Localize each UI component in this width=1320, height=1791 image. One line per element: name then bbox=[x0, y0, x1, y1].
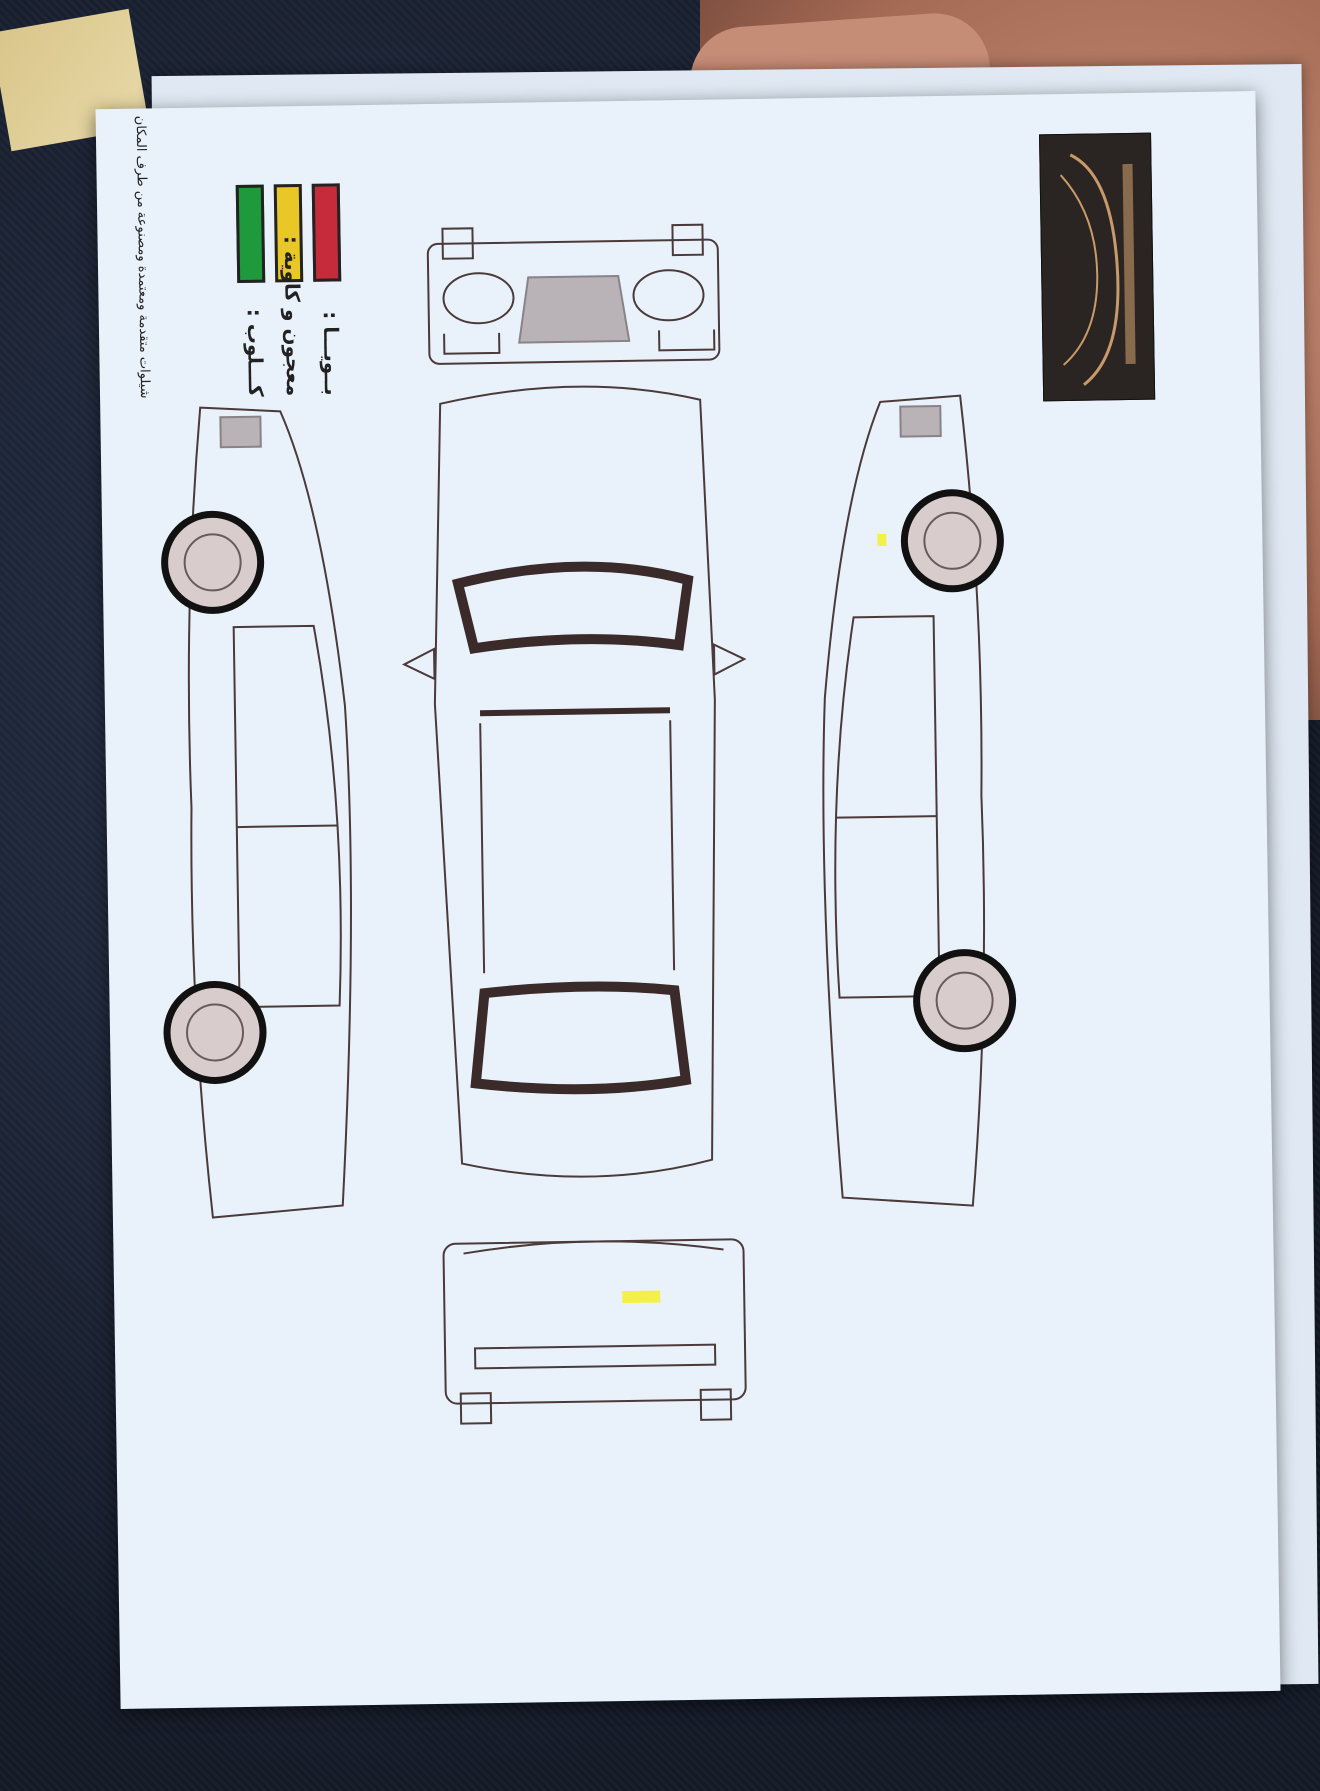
wheel-left-rear bbox=[163, 980, 267, 1084]
car-top-view bbox=[402, 385, 747, 1178]
marker-right-side bbox=[877, 533, 887, 546]
car-diagram bbox=[161, 223, 1017, 1425]
damage-markers bbox=[622, 533, 887, 1304]
car-front-view bbox=[426, 223, 721, 365]
marker-rear bbox=[622, 1290, 661, 1304]
wheel-left-front bbox=[161, 510, 265, 614]
inspection-sheet: بــويـــا : معجون و كاوية : كـــلوب : شي… bbox=[95, 90, 1281, 1710]
car-right-side-view bbox=[822, 394, 986, 1207]
car-rear-view bbox=[442, 1238, 747, 1425]
wheel-right-front bbox=[900, 489, 1004, 593]
car-left-side-view bbox=[187, 406, 352, 1219]
company-logo bbox=[1039, 132, 1156, 402]
wheel-right-rear bbox=[913, 949, 1017, 1053]
wheels bbox=[161, 489, 1017, 1084]
